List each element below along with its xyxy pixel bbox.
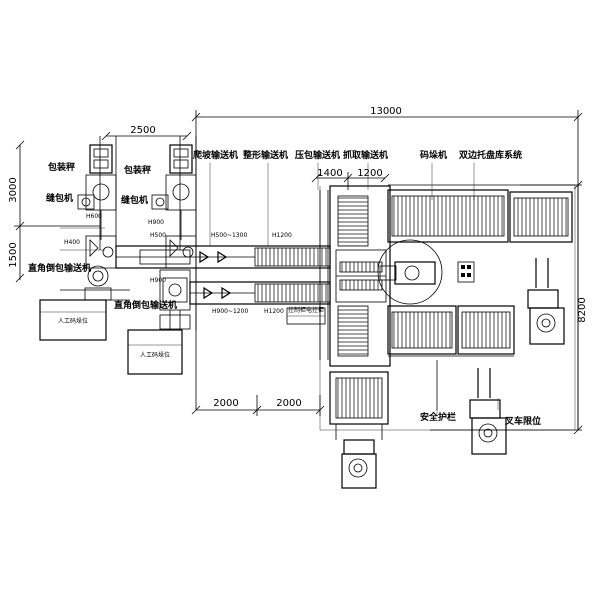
lower-left-conveyor [159, 269, 191, 330]
svg-text:8200: 8200 [577, 297, 588, 322]
svg-text:2000: 2000 [276, 398, 301, 409]
label-manual-station-1: 人工码垛位 [58, 317, 88, 325]
dimension-left-vertical: 3000 1500 [8, 140, 100, 283]
control-box-label: 控制柜电控柜 [288, 306, 324, 314]
label-leaders [209, 163, 499, 414]
right-angle-conveyor-top [85, 235, 197, 269]
label-pallet-system: 双边托盘库系统 [459, 149, 522, 161]
safety-fence [319, 185, 576, 431]
label-shaping-conveyor: 整形输送机 [242, 149, 288, 161]
dimension-center: 1400 1200 [311, 168, 390, 190]
label-safety-fence: 安全护栏 [420, 411, 456, 423]
manual-station-2 [127, 329, 183, 375]
svg-text:2500: 2500 [130, 125, 155, 136]
control-box [286, 307, 326, 325]
upper-conveyor-line [115, 245, 331, 269]
label-bagging-scale-left: 包装秤 [47, 161, 75, 173]
height-h1200b: H1200 [264, 308, 284, 315]
height-h900a: H900 [148, 219, 164, 226]
dimension-top-left: 2500 [101, 125, 192, 141]
lower-center-pallet [329, 371, 389, 440]
upper-pallet-conveyor [387, 184, 575, 243]
dimension-bottom: 2000 2000 [191, 395, 325, 416]
label-manual-station-2: 人工码垛位 [140, 351, 170, 359]
sewing-machine-left [77, 194, 95, 210]
svg-text:2000: 2000 [213, 398, 238, 409]
height-h1200a: H1200 [272, 232, 292, 239]
lower-conveyor-line [189, 281, 331, 305]
svg-text:3000: 3000 [8, 177, 19, 202]
palletizer-robot [377, 239, 443, 305]
bagging-scale-right [165, 144, 197, 240]
label-sewing-machine-right: 缝包机 [121, 194, 148, 206]
sewing-machine-right [151, 194, 169, 210]
label-grabbing-conveyor: 抓取输送机 [343, 149, 388, 161]
label-palletizer: 码垛机 [420, 149, 447, 161]
svg-text:13000: 13000 [370, 106, 402, 117]
svg-text:1200: 1200 [357, 168, 382, 179]
height-h600: H600 [86, 213, 102, 220]
height-h500-1300: H500~1300 [211, 232, 247, 239]
label-right-angle-conveyor-2: 直角倒包输送机 [114, 299, 177, 311]
svg-text:1500: 1500 [8, 242, 19, 267]
label-right-angle-conveyor-1: 直角倒包输送机 [28, 262, 91, 274]
label-climbing-conveyor: 爬坡输送机 [192, 149, 238, 161]
svg-text:1400: 1400 [317, 168, 342, 179]
forklift-middle [469, 368, 507, 455]
height-h500: H500 [150, 232, 166, 239]
manual-station-1 [39, 299, 107, 341]
label-pressing-conveyor: 压包输送机 [295, 149, 340, 161]
central-frame [319, 185, 391, 367]
label-sewing-machine-left: 缝包机 [46, 192, 73, 204]
forklift-bottom [341, 439, 377, 489]
left-frame [60, 136, 197, 330]
pallet-indicator [457, 261, 475, 283]
height-h400: H400 [64, 239, 80, 246]
lower-pallet-conveyor [387, 305, 515, 357]
label-forklift-position: 叉车限位 [504, 415, 541, 427]
height-h900-1200: H900~1200 [212, 308, 248, 315]
forklift-right [527, 258, 565, 345]
label-bagging-scale-right: 包装秤 [123, 164, 151, 176]
height-h900b: H900 [150, 277, 166, 284]
